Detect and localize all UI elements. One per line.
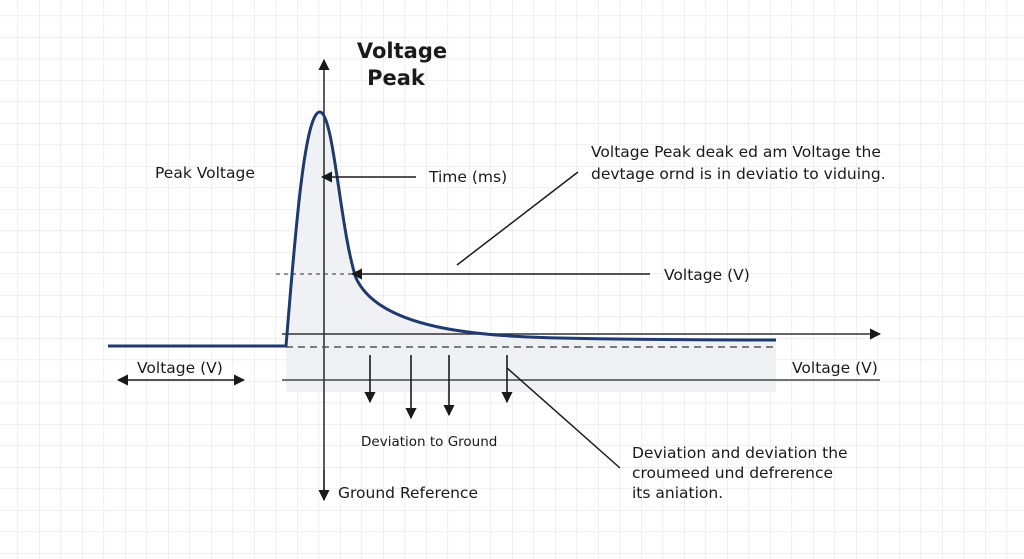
bottom-annotation-line3: its aniation. <box>632 484 723 502</box>
voltage-left-label: Voltage (V) <box>137 359 223 377</box>
peak-voltage-label: Peak Voltage <box>155 164 255 182</box>
top-annotation-line1: Voltage Peak deak ed am Voltage the <box>591 143 881 161</box>
bottom-annotation-line2: croumeed und defrerence <box>632 464 833 482</box>
diagram-title-line1: Voltage <box>357 39 447 63</box>
ground-reference-label: Ground Reference <box>338 484 478 502</box>
top-annotation-leader <box>456 171 579 266</box>
voltage-right-label: Voltage (V) <box>792 359 878 377</box>
bottom-annotation-leader <box>506 367 621 469</box>
time-ms-label: Time (ms) <box>428 168 507 186</box>
voltage-mid-label: Voltage (V) <box>664 266 750 284</box>
deviation-to-ground-label: Deviation to Ground <box>361 434 497 450</box>
shaded-region <box>286 111 776 392</box>
diagram-title-line2: Peak <box>367 66 426 90</box>
deviation-arrows <box>364 355 513 420</box>
bottom-annotation-line1: Deviation and deviation the <box>632 444 848 462</box>
top-annotation-line2: devtage ornd is in deviatio to viduing. <box>591 165 886 183</box>
